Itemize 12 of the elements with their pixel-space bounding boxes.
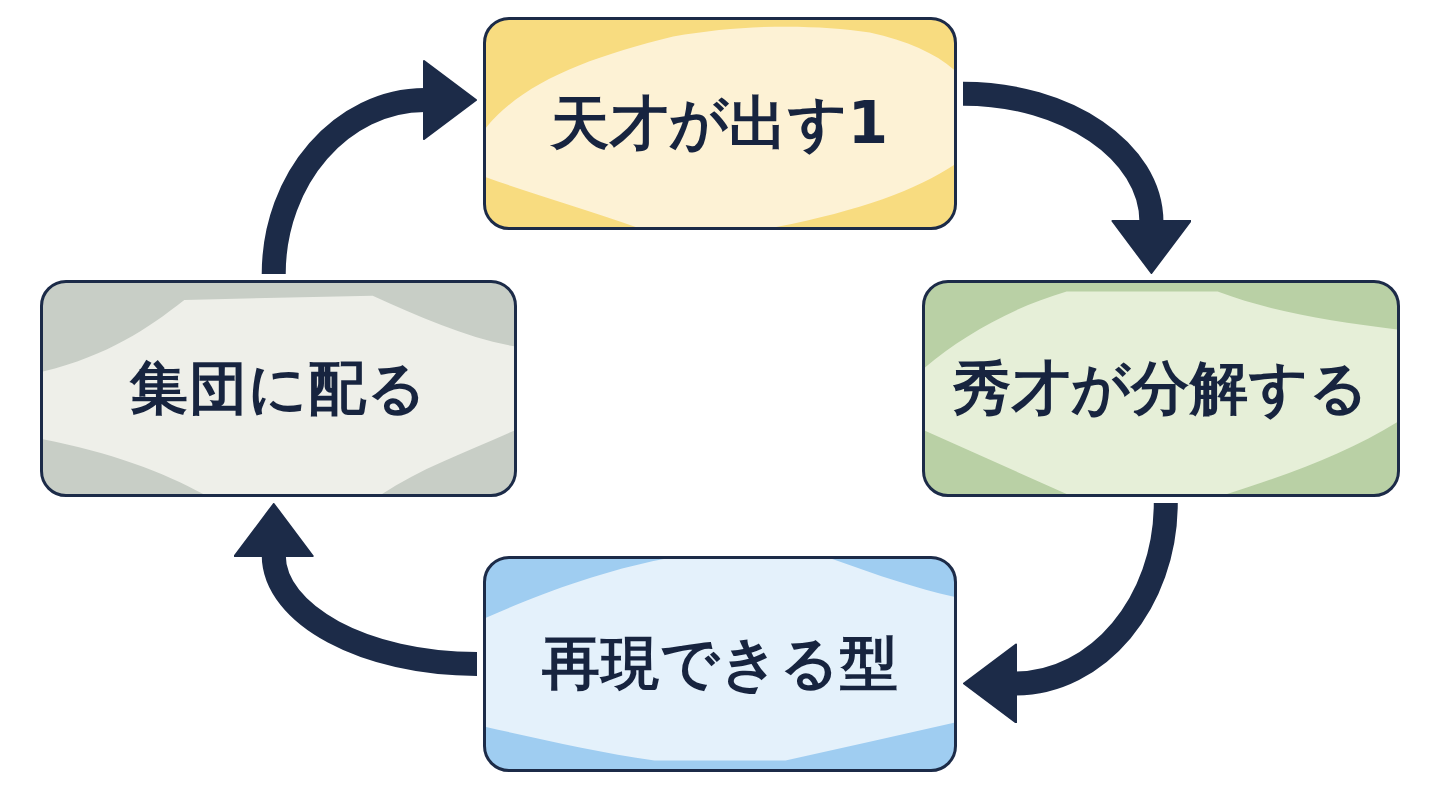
cycle-arrow [261, 60, 477, 275]
step-label: 天才が出す1 [550, 88, 890, 159]
cycle-arrow [963, 502, 1178, 724]
step-box [40, 280, 517, 497]
step-box [483, 17, 957, 230]
step-label: 再現できる型 [541, 629, 899, 699]
step-label: 集団に配る [130, 353, 427, 424]
step-box [922, 280, 1400, 497]
cycle-arrow [234, 503, 478, 676]
step-label: 秀才が分解する [953, 353, 1369, 424]
step-box [483, 556, 957, 772]
cycle-arrow [962, 81, 1192, 274]
